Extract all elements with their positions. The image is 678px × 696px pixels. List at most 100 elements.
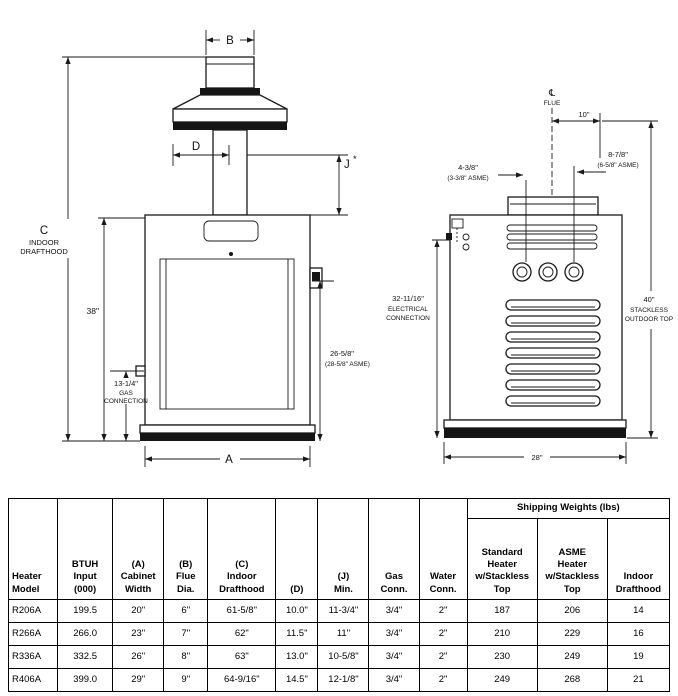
col-header-water-conn: Water Conn.	[418, 498, 468, 600]
front-drafthood	[172, 88, 288, 216]
side-view-drawing: ℄ FLUE	[386, 88, 673, 464]
side-dim-10: 10"	[552, 110, 601, 158]
cell-heater-model: R266A	[7, 622, 59, 646]
table-cell: 63"	[207, 645, 277, 669]
side-dim-8-7-8-label: 8-7/8"	[608, 150, 628, 159]
table-cell: 26"	[112, 645, 165, 669]
table-cell: 10.0"	[275, 599, 319, 623]
col-header-asme-weight: ASME Heater w/Stackless Top	[536, 518, 608, 600]
table-cell: 20"	[112, 599, 165, 623]
side-top-grille	[506, 224, 598, 250]
side-flue-centerline: ℄ FLUE	[544, 88, 561, 197]
table-cell: 2"	[418, 622, 468, 646]
table-cell: 332.5	[57, 645, 114, 669]
table-cell: 199.5	[57, 599, 114, 623]
cell-heater-model: R336A	[7, 645, 59, 669]
front-dim-38: 38"	[87, 217, 145, 441]
electrical-knockout	[462, 243, 470, 251]
side-dim-4-3-8-asme: (3-3/8" ASME)	[447, 175, 488, 182]
front-base	[139, 424, 316, 441]
front-gas-sub2: CONNECTION	[104, 398, 148, 405]
table-cell: 29"	[112, 668, 165, 692]
side-dim-10-label: 10"	[578, 110, 589, 119]
col-header-d: (D)	[275, 498, 319, 600]
front-dim-water: 26-5/8" (28-5/8" ASME)	[312, 280, 370, 441]
table-cell: 14	[606, 599, 671, 623]
dimension-diagram: B D J * C INDOOR DRAFTHOOD	[20, 30, 673, 467]
front-dim-a-label: A	[225, 454, 233, 466]
front-gas-dim-label: 13-1/4"	[114, 379, 138, 388]
table-cell: 249	[466, 668, 538, 692]
table-cell: 3/4"	[368, 645, 420, 669]
col-header-indoor-drafthood: (C) Indoor Drafthood	[207, 498, 277, 600]
table-cell: 21	[606, 668, 671, 692]
table-cell: 7"	[163, 622, 209, 646]
table-cell: 3/4"	[368, 599, 420, 623]
col-header-indoor-drafthood-weight: Indoor Drafthood	[606, 518, 671, 600]
cell-heater-model: R406A	[7, 668, 59, 692]
side-stackless-sub1: STACKLESS	[630, 307, 668, 314]
table-row: R266A 266.0 23" 7" 62" 11.5" 11" 3/4" 2"…	[7, 622, 671, 646]
table-cell: 2"	[418, 645, 468, 669]
col-header-cabinet-width: (A) Cabinet Width	[112, 498, 165, 600]
col-header-gas-conn: Gas Conn.	[368, 498, 420, 600]
side-louver-grille	[505, 299, 601, 407]
side-elec-sub1: ELECTRICAL	[388, 306, 428, 313]
front-dim-b: B	[205, 30, 255, 55]
front-dim-j-label: J	[344, 159, 350, 171]
front-dim-j: J *	[247, 154, 357, 216]
table-cell: 62"	[207, 622, 277, 646]
side-dim-electrical: 32-11/16" ELECTRICAL CONNECTION	[386, 239, 450, 438]
table-cell: 23"	[112, 622, 165, 646]
table-cell: 61-5/8"	[207, 599, 277, 623]
electrical-knockout	[462, 233, 470, 241]
front-dim-gas: 13-1/4" GAS CONNECTION	[104, 370, 148, 441]
header-row-top: Heater Model BTUH Input (000) (A) Cabine…	[7, 498, 671, 600]
table-cell: 8"	[163, 645, 209, 669]
side-elec-sub2: CONNECTION	[386, 315, 430, 322]
table-cell: 19	[606, 645, 671, 669]
centerline-symbol: ℄	[548, 88, 556, 99]
front-dim-d: D	[172, 141, 230, 166]
front-dim-c-label: C	[40, 225, 48, 237]
col-header-flue-dia: (B) Flue Dia.	[163, 498, 209, 600]
flue-label: FLUE	[544, 100, 561, 107]
side-water-connections	[512, 262, 584, 282]
table-cell: 266.0	[57, 622, 114, 646]
table-row: R336A 332.5 26" 8" 63" 13.0" 10-5/8" 3/4…	[7, 645, 671, 669]
table-cell: 3/4"	[368, 622, 420, 646]
side-dim-28: 28"	[443, 442, 627, 464]
front-water-dim-asme: (28-5/8" ASME)	[325, 361, 370, 368]
front-dim-c: C INDOOR DRAFTHOOD	[20, 56, 206, 442]
front-view-drawing: B D J * C INDOOR DRAFTHOOD	[20, 30, 370, 467]
table-cell: 14.5"	[275, 668, 319, 692]
table-row: R206A 199.5 20" 6" 61-5/8" 10.0" 11-3/4"…	[7, 599, 671, 623]
col-header-heater-model: Heater Model	[7, 498, 59, 600]
front-dim-b-label: B	[226, 35, 234, 47]
table-cell: 13.0"	[275, 645, 319, 669]
side-elec-dim-label: 32-11/16"	[392, 294, 424, 303]
side-dim-8-7-8-asme: (6-5/8" ASME)	[597, 162, 638, 169]
front-dim-j-star: *	[353, 154, 357, 165]
table-cell: 11.5"	[275, 622, 319, 646]
table-cell: 210	[466, 622, 538, 646]
table-cell: 187	[466, 599, 538, 623]
spec-table: Heater Model BTUH Input (000) (A) Cabine…	[7, 498, 671, 692]
col-header-j-min: (J) Min.	[317, 498, 370, 600]
table-cell: 399.0	[57, 668, 114, 692]
front-flue-stack	[205, 56, 255, 89]
table-cell: 9"	[163, 668, 209, 692]
col-group-shipping-weights: Shipping Weights (lbs)	[466, 498, 671, 519]
side-stackless-dim-label: 40"	[643, 295, 654, 304]
side-dim-28-label: 28"	[531, 453, 542, 462]
table-cell: 6"	[163, 599, 209, 623]
col-header-btuh-input: BTUH Input (000)	[57, 498, 114, 600]
table-cell: 206	[536, 599, 608, 623]
side-dim-stackless: 40" STACKLESS OUTDOOR TOP	[602, 120, 673, 439]
table-cell: 11-3/4"	[317, 599, 370, 623]
cell-heater-model: R206A	[7, 599, 59, 623]
table-cell: 10-5/8"	[317, 645, 370, 669]
table-cell: 64-9/16"	[207, 668, 277, 692]
col-header-standard-weight: Standard Heater w/Stackless Top	[466, 518, 538, 600]
table-cell: 2"	[418, 599, 468, 623]
